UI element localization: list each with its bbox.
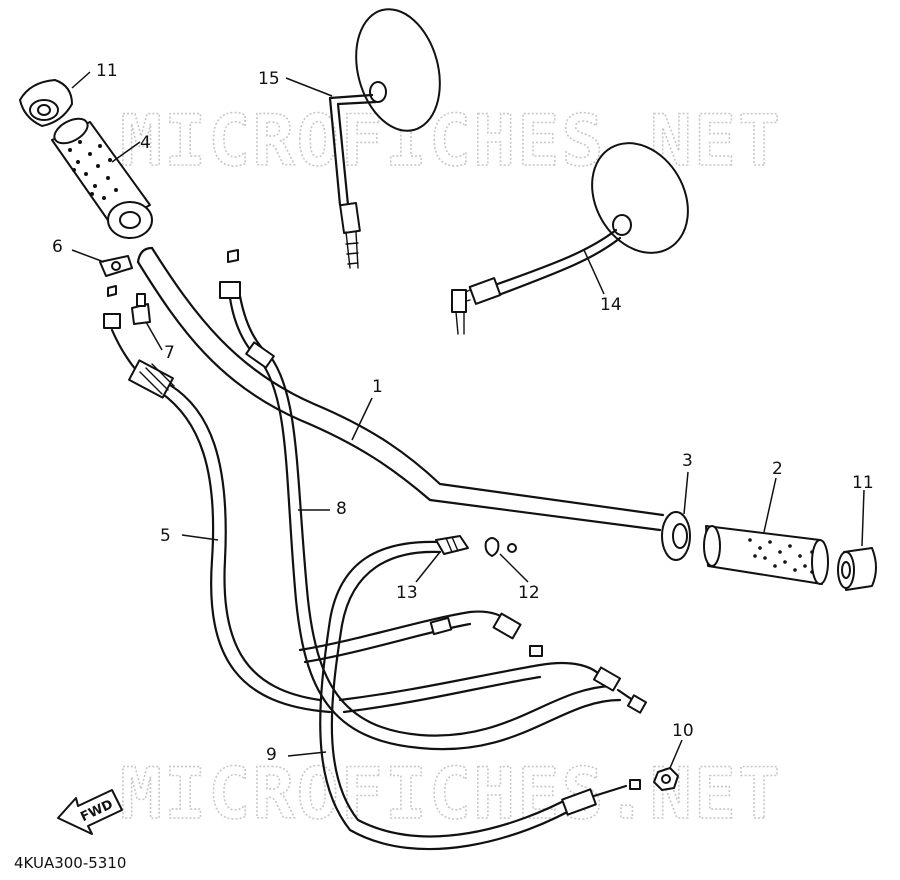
lock-washer — [484, 537, 517, 557]
leader-lines — [71, 71, 865, 769]
small-screw — [103, 249, 241, 329]
watermark-top: MICROFICHES.NET — [120, 100, 782, 182]
callout-6: 6 — [52, 237, 63, 257]
mirror-left — [328, 8, 441, 269]
grip-cap — [661, 511, 691, 561]
throttle-cable-8 — [228, 294, 648, 751]
cable-adjuster — [435, 535, 469, 555]
callout-8: 8 — [336, 499, 347, 519]
callout-11-right: 11 — [852, 473, 874, 493]
callout-labels: 1 2 3 4 5 6 7 8 9 10 11 11 12 13 14 15 — [52, 61, 874, 765]
callout-4: 4 — [140, 133, 151, 153]
callout-7: 7 — [164, 343, 175, 363]
grip-texture — [68, 140, 118, 200]
callout-9: 9 — [266, 745, 277, 765]
callout-3: 3 — [682, 451, 693, 471]
catalog-number: 4KUA300-5310 — [14, 854, 126, 872]
grip-right — [703, 525, 829, 585]
callout-14: 14 — [600, 295, 622, 315]
grip-end-weight-left — [19, 79, 73, 127]
throttle-grip — [51, 117, 153, 239]
callout-5: 5 — [160, 526, 171, 546]
grip-texture-right — [748, 538, 814, 574]
callout-12: 12 — [518, 583, 540, 603]
callout-2: 2 — [772, 459, 783, 479]
throttle-cable-5 — [110, 328, 332, 714]
mirror-right — [451, 142, 689, 335]
handlebar — [136, 246, 665, 532]
cable-clamp-plate — [99, 255, 133, 277]
nut — [653, 767, 679, 791]
callout-11-left: 11 — [96, 61, 118, 81]
fwd-arrow-icon: FWD — [57, 789, 123, 835]
clutch-cable-9 — [298, 540, 641, 851]
bolt — [131, 293, 151, 325]
callout-1: 1 — [372, 377, 383, 397]
callout-15: 15 — [258, 69, 280, 89]
callout-10: 10 — [672, 721, 694, 741]
grip-end-weight-right — [837, 547, 877, 591]
callout-13: 13 — [396, 583, 418, 603]
watermark-bottom: MICROFICHES.NET — [120, 753, 782, 835]
